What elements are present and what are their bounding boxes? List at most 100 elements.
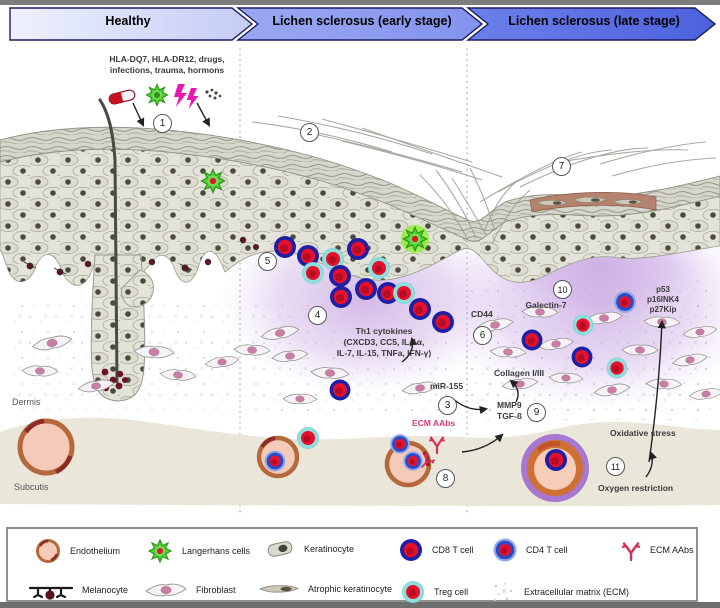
- step-marker-10: 10: [553, 280, 572, 299]
- cd8-t-cell: [347, 238, 369, 260]
- fibroblast-icon: [145, 583, 187, 597]
- oxygen-restriction-label: Oxygen restriction: [598, 483, 674, 493]
- ecm-aabs-icon: [621, 542, 641, 562]
- top-border: [0, 0, 720, 5]
- legend-item-cd4: CD4 T cell: [492, 537, 568, 563]
- pill-icon: [108, 89, 136, 105]
- legend-label: CD4 T cell: [526, 545, 568, 555]
- legend-item-keratinocyte: Keratinocyte: [264, 537, 354, 561]
- legend-item-melanocyte: Melanocyte: [28, 579, 128, 601]
- collagen-label: Collagen I/III: [494, 368, 545, 378]
- keratin-fibres: [251, 115, 717, 245]
- step-marker-1: 1: [153, 114, 172, 133]
- stratum-corneum: [0, 126, 720, 242]
- keratinocyte-icon: [267, 541, 293, 557]
- cd8-t-cell: [545, 449, 567, 471]
- stage-label-late: Lichen sclerosus (late stage): [508, 14, 680, 28]
- mmp9-tgfb-label: MMP9 TGF-ß: [497, 400, 523, 421]
- th1-cytokines-label: Th1 cytokines (CXCD3, CC5, IL-1α, IL-7, …: [336, 326, 432, 358]
- legend-label: Endothelium: [70, 546, 121, 556]
- step-marker-9: 9: [527, 403, 546, 422]
- endothelium-icon: [36, 539, 60, 563]
- step-marker-7: 7: [552, 157, 571, 176]
- banner-healthy: [9, 7, 254, 41]
- cd8-t-cell: [329, 379, 351, 401]
- step-marker-4: 4: [308, 306, 327, 325]
- hair-shaft: [98, 98, 119, 384]
- cd8-t-cell: [355, 278, 377, 300]
- treg-cell: [606, 357, 628, 379]
- melanocyte-icon: [28, 586, 74, 600]
- arrows: [132, 102, 666, 478]
- subcutis-label: Subcutis: [14, 482, 49, 492]
- legend-label: Fibroblast: [196, 585, 236, 595]
- legend-label: Treg cell: [434, 587, 469, 597]
- galectin-label: Galectin-7: [525, 300, 567, 310]
- legend-item-ecm: Extracellular matrix (ECM): [490, 579, 629, 605]
- vessel-late-hyalinized: [521, 434, 589, 502]
- treg-cell-icon: [402, 581, 424, 603]
- legend-item-endothelium: Endothelium: [34, 537, 120, 565]
- treg-cell: [297, 427, 319, 449]
- legend-item-fibroblast: Fibroblast: [144, 581, 236, 599]
- bottom-border: [0, 602, 720, 608]
- risk-factors-label: HLA-DQ7, HLA-DR12, drugs, infections, tr…: [109, 54, 225, 75]
- banner-late: [466, 7, 717, 41]
- stage-label-healthy: Healthy: [105, 14, 151, 28]
- step-marker-2: 2: [300, 123, 319, 142]
- atrophic-keratinocyte-band: [529, 192, 657, 213]
- legend-item-cd8: CD8 T cell: [398, 537, 474, 563]
- stage-banners: [9, 7, 717, 41]
- banner-early: [236, 7, 484, 41]
- legend-item-atrophic-keratinocyte: Atrophic keratinocyte: [258, 582, 392, 596]
- atrophic-keratinocyte-icon: [258, 585, 300, 593]
- hormones-icon: [205, 88, 222, 100]
- ecm-aabs-label: ECM AAbs: [412, 418, 456, 428]
- langerhans-cell: [200, 168, 226, 194]
- langerhans-cell-activated: [401, 225, 429, 253]
- cd8-t-cell: [432, 311, 454, 333]
- pathogen-icon: [145, 83, 169, 107]
- melanocytes: [23, 236, 259, 276]
- legend-label: Atrophic keratinocyte: [308, 584, 393, 594]
- mir155-label: miR-155: [430, 381, 464, 391]
- treg-cell: [368, 257, 390, 279]
- cd4-t-cell: [264, 450, 286, 472]
- langerhans-icon: [147, 538, 173, 564]
- cd8-t-cell: [409, 298, 431, 320]
- legend-label: Langerhans cells: [182, 546, 251, 556]
- legend-item-ecm-aabs: ECM AAbs: [620, 537, 694, 563]
- hair-follicle: [90, 98, 154, 402]
- treg-cell: [393, 282, 415, 304]
- cd8-t-cell-icon: [400, 539, 422, 561]
- vessel-early-1: [256, 427, 319, 479]
- p53-block-label: p53 p16INK4 p27Kip: [646, 285, 680, 314]
- legend-label: CD8 T cell: [432, 545, 474, 555]
- cd8-t-cell: [274, 236, 296, 258]
- treg-cell: [572, 314, 594, 336]
- legend-item-treg: Treg cell: [400, 579, 468, 605]
- legend-item-langerhans: Langerhans cells: [146, 537, 250, 565]
- cd8-t-cell: [330, 286, 352, 308]
- dermis-label: Dermis: [12, 397, 41, 407]
- step-marker-6: 6: [473, 326, 492, 345]
- cd4-t-cell-icon: [493, 538, 517, 562]
- oxidative-stress-label: Oxidative stress: [610, 428, 676, 438]
- step-marker-5: 5: [258, 252, 277, 271]
- step-marker-11: 11: [606, 457, 625, 476]
- legend-label: ECM AAbs: [650, 545, 694, 555]
- cd8-t-cell: [571, 346, 593, 368]
- legend-box: Endothelium Langerhans cells Keratinocyt…: [6, 527, 698, 605]
- cd4-t-cell: [614, 291, 636, 313]
- cd44-label: CD44: [471, 309, 493, 319]
- step-marker-8: 8: [436, 469, 455, 488]
- cd4-t-cell: [390, 434, 410, 454]
- trauma-lightning-icon: [174, 84, 199, 109]
- stage-label-early: Lichen sclerosus (early stage): [272, 14, 452, 28]
- step-marker-3: 3: [438, 396, 457, 415]
- skin-diagram: [0, 48, 720, 516]
- cd4-t-cell: [403, 451, 423, 471]
- extracellular-matrix-icon: [494, 583, 513, 601]
- cd8-t-cell: [329, 265, 351, 287]
